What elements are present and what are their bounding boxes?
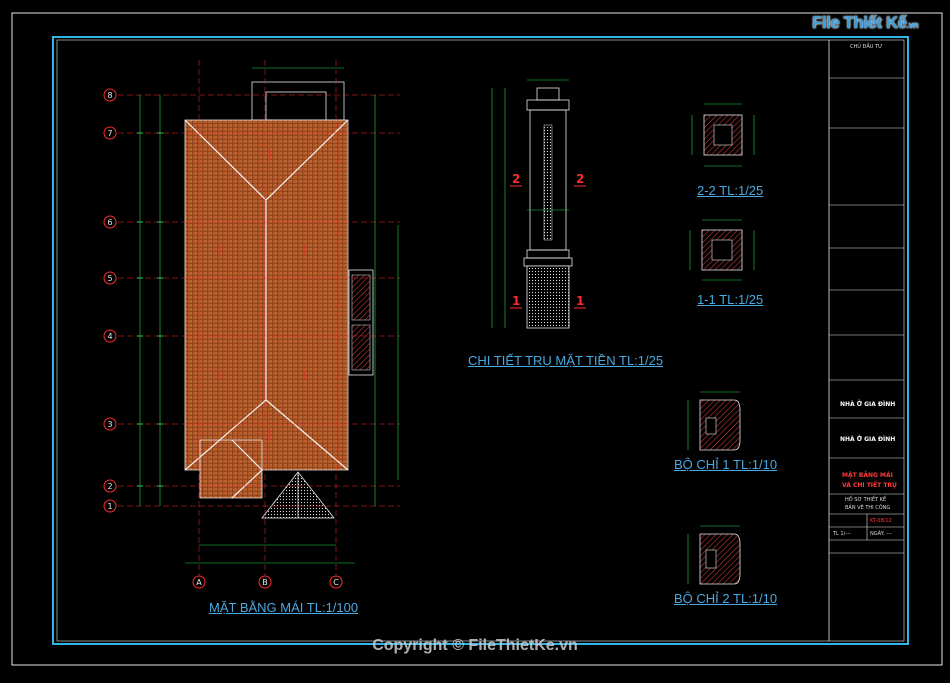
profile-1-scale: TL:1/10 bbox=[733, 457, 778, 472]
section-2-2-title: 2-2 TL:1/25 bbox=[697, 183, 763, 198]
tb-investor: CHỦ ĐẦU TƯ bbox=[850, 44, 883, 50]
profile-2-title: BỘ CHỈ 2 TL:1/10 bbox=[674, 591, 777, 606]
tb-drawing-no-label: KT-08/12 bbox=[870, 518, 892, 524]
tb-project-name: NHÀ Ở GIA ĐÌNH bbox=[840, 401, 896, 408]
section-2-2 bbox=[691, 103, 755, 167]
column-detail-title-text: CHI TIẾT TRỤ MẶT TIỀN bbox=[468, 353, 616, 368]
column-detail-scale: TL:1/25 bbox=[619, 353, 664, 368]
tb-stage-1: HỒ SƠ THIẾT KẾ bbox=[845, 497, 887, 503]
file-thiet-ke-logo: File Thiết Kế.vn bbox=[812, 13, 922, 41]
grid-row-bubble: 5 bbox=[103, 271, 117, 285]
roof-plan-title-text: MẶT BẰNG MÁI bbox=[209, 600, 304, 615]
section-2-2-scale: TL:1/25 bbox=[719, 183, 764, 198]
grid-row-bubble: 4 bbox=[103, 329, 117, 343]
grid-row-bubble: 7 bbox=[103, 126, 117, 140]
grid-row-bubble: 1 bbox=[103, 499, 117, 513]
grid-col-label: B bbox=[262, 578, 268, 587]
section-1-1 bbox=[689, 219, 755, 281]
section-2-2-title-text: 2-2 bbox=[697, 183, 716, 198]
column-detail bbox=[491, 79, 573, 329]
section-marks: 2 2 1 1 bbox=[512, 172, 584, 308]
logo-text: File Thiết Kế bbox=[812, 13, 907, 32]
tb-scale: TL 1/--- bbox=[833, 531, 851, 537]
drawing-border bbox=[52, 36, 909, 645]
grid-row-bubble: 3 bbox=[103, 417, 117, 431]
grid-col-label: A bbox=[196, 578, 202, 587]
tb-drawing-name-1: MẶT BẰNG MÁI bbox=[842, 472, 893, 479]
grid-row-bubble: 8 bbox=[103, 88, 117, 102]
drawing-border-inner bbox=[56, 39, 905, 642]
grid-col-bubble: C bbox=[329, 575, 343, 589]
tb-date: NGÀY: --- bbox=[870, 531, 892, 537]
profile-1-title: BỘ CHỈ 1 TL:1/10 bbox=[674, 457, 777, 472]
tb-drawing-name-2: VÀ CHI TIẾT TRỤ bbox=[842, 482, 897, 489]
grid-row-label: 2 bbox=[107, 482, 112, 491]
grid-row-bubble: 6 bbox=[103, 215, 117, 229]
dimension-ticks bbox=[137, 132, 163, 487]
section-mark-2-right: 2 bbox=[576, 172, 584, 186]
grid-row-label: 1 bbox=[107, 502, 112, 511]
grid-row-label: 6 bbox=[107, 218, 112, 227]
logo-suffix: .vn bbox=[906, 20, 919, 30]
title-block bbox=[828, 40, 904, 641]
grid-col-bubble: B bbox=[258, 575, 272, 589]
roof-plan-scale: TL:1/100 bbox=[306, 600, 359, 615]
grid-row-label: 4 bbox=[107, 332, 112, 341]
column-detail-title: CHI TIẾT TRỤ MẶT TIỀN TL:1/25 bbox=[468, 353, 663, 368]
grid-row-label: 8 bbox=[107, 91, 112, 100]
axis-lines bbox=[118, 60, 400, 575]
grid-row-label: 5 bbox=[107, 274, 112, 283]
section-1-1-title-text: 1-1 bbox=[697, 292, 716, 307]
grid-col-label: C bbox=[333, 578, 339, 587]
roof-plan bbox=[118, 60, 400, 575]
grid-row-bubbles: 8 7 6 5 4 3 2 1 bbox=[103, 88, 117, 513]
profile-2-title-text: BỘ CHỈ 2 bbox=[674, 591, 730, 606]
grid-row-label: 3 bbox=[107, 420, 112, 429]
section-mark-2-left: 2 bbox=[512, 172, 520, 186]
roof-plan-title: MẶT BẰNG MÁI TL:1/100 bbox=[209, 600, 358, 615]
outer-frame bbox=[11, 12, 943, 666]
profile-2 bbox=[687, 525, 741, 585]
copyright-watermark: Copyright © FileThietKe.vn bbox=[372, 637, 578, 654]
grid-row-bubble: 2 bbox=[103, 479, 117, 493]
grid-row-label: 7 bbox=[107, 129, 112, 138]
tb-item-name: NHÀ Ở GIA ĐÌNH bbox=[840, 436, 896, 443]
profile-1 bbox=[687, 391, 741, 451]
grid-col-bubble: A bbox=[192, 575, 206, 589]
profile-2-scale: TL:1/10 bbox=[733, 591, 778, 606]
grid-col-bubbles: A B C bbox=[192, 575, 343, 589]
section-1-1-scale: TL:1/25 bbox=[719, 292, 764, 307]
section-1-1-title: 1-1 TL:1/25 bbox=[697, 292, 763, 307]
dimension-lines bbox=[139, 67, 399, 564]
tb-stage-2: BẢN VẼ THI CÔNG bbox=[845, 505, 891, 511]
profile-1-title-text: BỘ CHỈ 1 bbox=[674, 457, 730, 472]
section-mark-1-left: 1 bbox=[512, 294, 520, 308]
section-mark-1-right: 1 bbox=[576, 294, 584, 308]
